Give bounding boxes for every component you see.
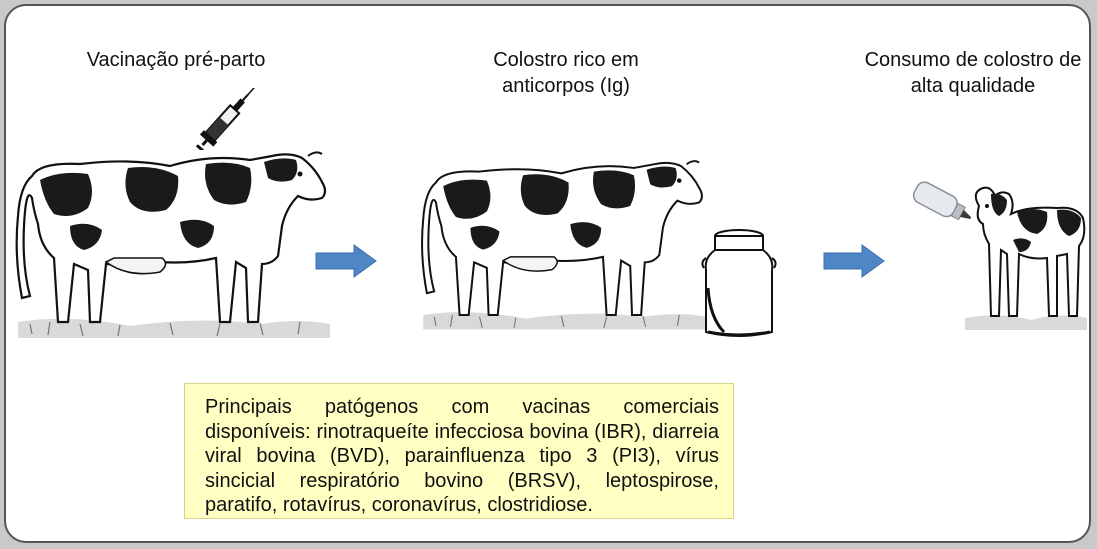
stage-label-vaccination: Vacinação pré-parto xyxy=(86,49,266,71)
stage-label-colostrum: Colostro rico em anticorpos (Ig) xyxy=(493,49,639,97)
stage-label-consumption: Consumo de colostro de alta qualidade xyxy=(864,49,1082,97)
milk-can-icon xyxy=(701,229,777,337)
feeding-bottle-icon xyxy=(912,181,972,221)
cow-icon xyxy=(421,160,707,330)
calf-icon xyxy=(965,186,1087,330)
cow-icon xyxy=(15,151,330,338)
pathogens-note: Principais patógenos com vacinas comerci… xyxy=(184,383,734,519)
arrow-right-icon xyxy=(823,244,885,278)
arrow-right-icon xyxy=(315,244,377,278)
diagram-frame: Vacinação pré-parto Colostro rico em ant… xyxy=(4,4,1091,543)
syringe-icon xyxy=(195,88,256,150)
